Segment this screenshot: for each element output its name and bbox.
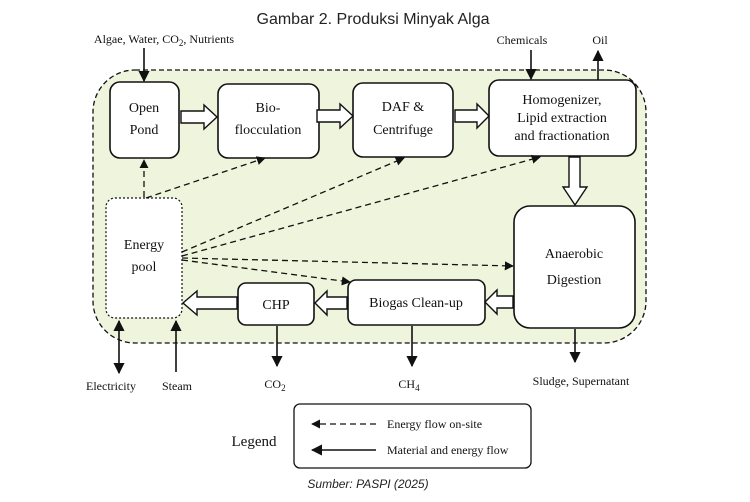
hollow-arrow-daf-to-homogenizer [454, 102, 490, 130]
hollow-arrow-biogas-to-chp [314, 289, 348, 317]
energy-flow-to-digestion [181, 257, 514, 271]
energy-flow-to-bioflocculation [145, 156, 266, 199]
hollow-arrow-bioflocculation-to-daf [316, 102, 355, 130]
co2-label: CO2 [264, 377, 285, 393]
hollow-arrow-homogenizer-to-digestion [561, 156, 589, 207]
hollow-arrow-chp-to-energy-pool [181, 289, 238, 317]
chp-label: CHP [262, 298, 289, 313]
energy-flow-to-daf [181, 157, 405, 253]
daf-centrifuge-label: DAF &Centrifuge [373, 100, 433, 138]
homogenizer-box [488, 79, 637, 157]
legend-box [293, 403, 532, 469]
steam-label: Steam [162, 379, 193, 393]
chemicals-label: Chemicals [497, 33, 548, 47]
source-caption: Sumber: PASPI (2025) [307, 477, 428, 491]
sludge-label: Sludge, Supernatant [533, 374, 630, 388]
feed-input-label: Algae, Water, CO2, Nutrients [94, 32, 234, 48]
bioflocculation-box [217, 83, 320, 159]
energy-pool-box [105, 197, 183, 319]
hollow-arrow-digestion-to-biogas [484, 288, 514, 316]
biogas-cleanup-label: Biogas Clean-up [369, 296, 463, 311]
bioflocculation-label: Bio-flocculation [235, 101, 302, 138]
anaerobic-digestion-box [513, 205, 636, 329]
chp-box [237, 282, 315, 326]
electricity-label: Electricity [86, 379, 136, 393]
legend-dashed-label: Energy flow on-site [387, 417, 482, 431]
legend-title: Legend [232, 434, 277, 450]
energy-flow-to-biogas [181, 259, 351, 286]
ch4-label: CH4 [398, 377, 420, 393]
open-pond-box [109, 81, 180, 159]
hollow-arrow-pond-to-bioflocculation [180, 103, 219, 131]
daf-centrifuge-box [352, 82, 454, 158]
figure-title: Gambar 2. Produksi Minyak Alga [257, 11, 490, 28]
oil-label: Oil [592, 33, 608, 47]
energy-flow-to-homogenizer [181, 154, 541, 257]
legend-solid-label: Material and energy flow [387, 443, 509, 457]
